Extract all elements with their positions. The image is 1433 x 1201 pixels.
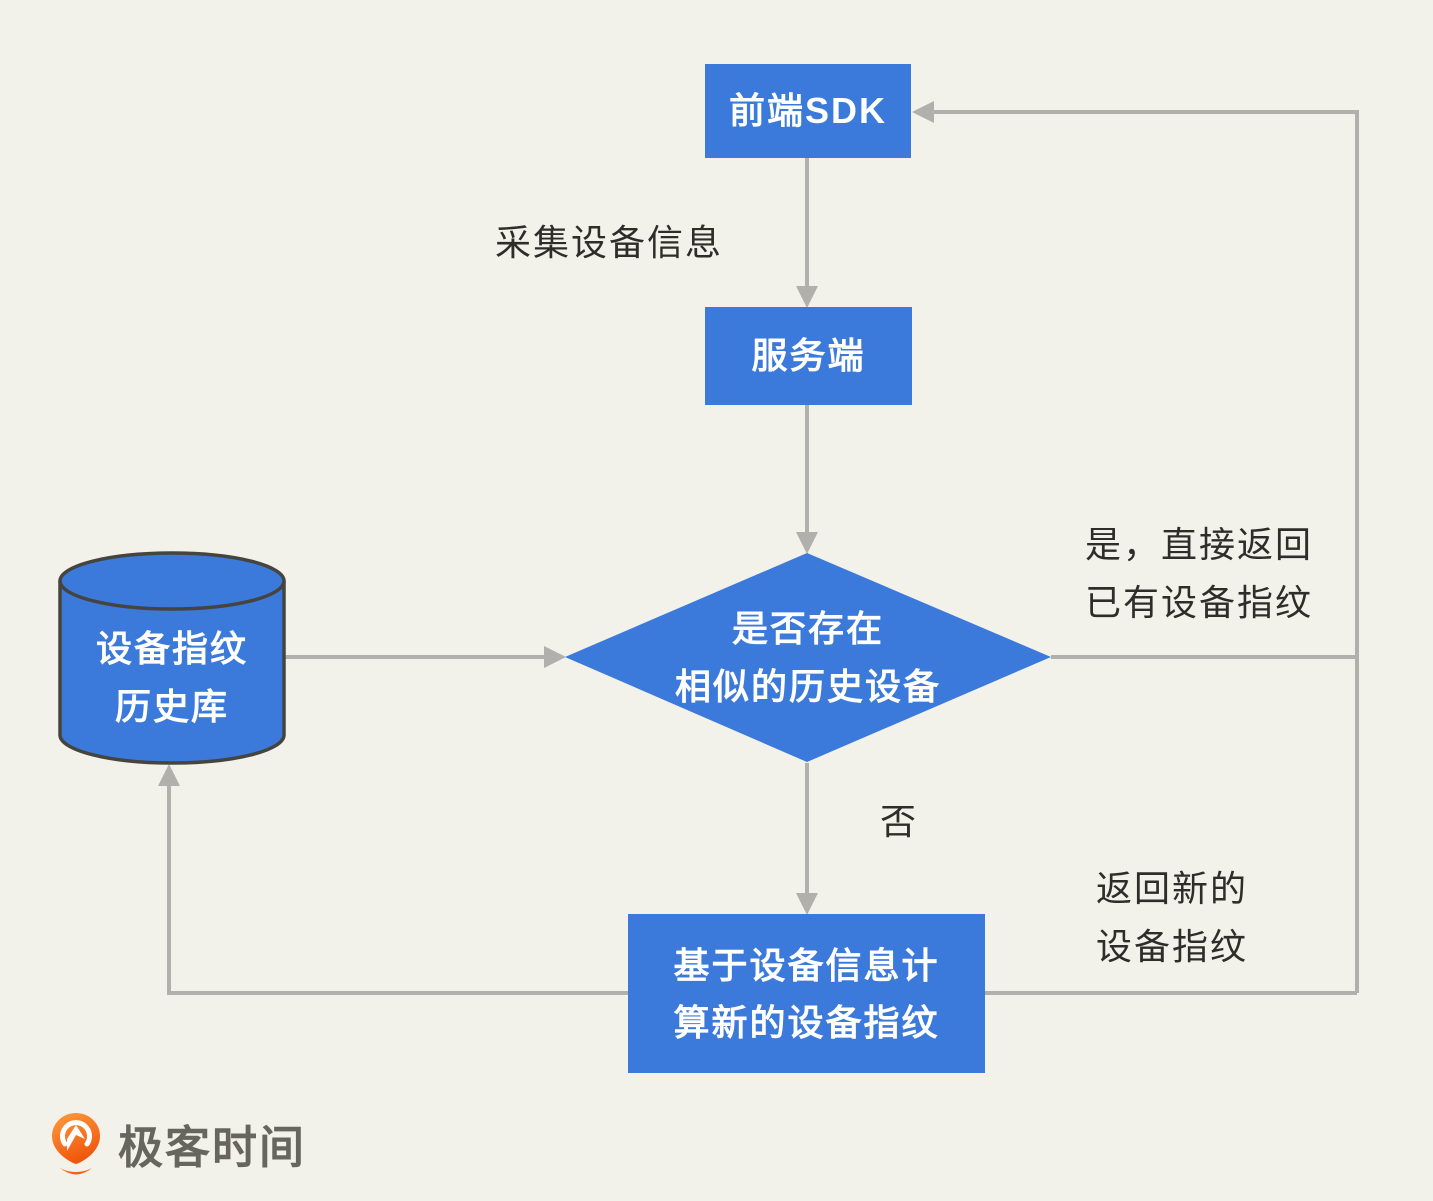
logo-ring <box>60 1119 92 1146</box>
node-server: 服务端 <box>705 307 912 405</box>
decision-diamond-shape <box>565 553 1051 762</box>
edge-loop-to-db <box>167 784 628 995</box>
arrowhead-up-database <box>158 764 180 786</box>
edge-label-collect: 采集设备信息 <box>495 222 724 263</box>
node-frontend-sdk-label: 前端SDK <box>728 90 887 131</box>
database-cylinder-shape <box>58 551 286 765</box>
arrowhead-down-server <box>796 286 818 308</box>
edge-label-no: 否 <box>880 801 919 842</box>
edge-right-rail <box>932 110 1359 993</box>
node-compute-fingerprint: 基于设备信息计 算新的设备指纹 <box>628 914 985 1073</box>
arrowhead-down-compute <box>796 893 818 915</box>
node-compute-label-line2: 算新的设备指纹 <box>673 1001 940 1043</box>
arrowhead-left-frontend <box>912 101 934 123</box>
arrowhead-right-decision <box>544 646 566 668</box>
connector-arrowheads <box>158 101 934 915</box>
edge-label-return-new: 返回新的 设备指纹 <box>1096 868 1249 967</box>
geektime-logo: 极客时间 <box>52 1111 306 1176</box>
geektime-logo-text: 极客时间 <box>118 1122 307 1173</box>
geektime-logo-icon <box>52 1112 100 1174</box>
logo-arrow <box>67 1124 85 1151</box>
node-server-label: 服务端 <box>751 335 866 376</box>
logo-smile <box>60 1167 92 1174</box>
node-frontend-sdk: 前端SDK <box>705 64 911 158</box>
node-compute-label-line1: 基于设备信息计 <box>673 944 940 986</box>
edge-label-yes: 是，直接返回 已有设备指纹 <box>1085 524 1314 623</box>
connector-lines <box>167 110 1359 995</box>
arrowhead-down-decision <box>796 532 818 554</box>
